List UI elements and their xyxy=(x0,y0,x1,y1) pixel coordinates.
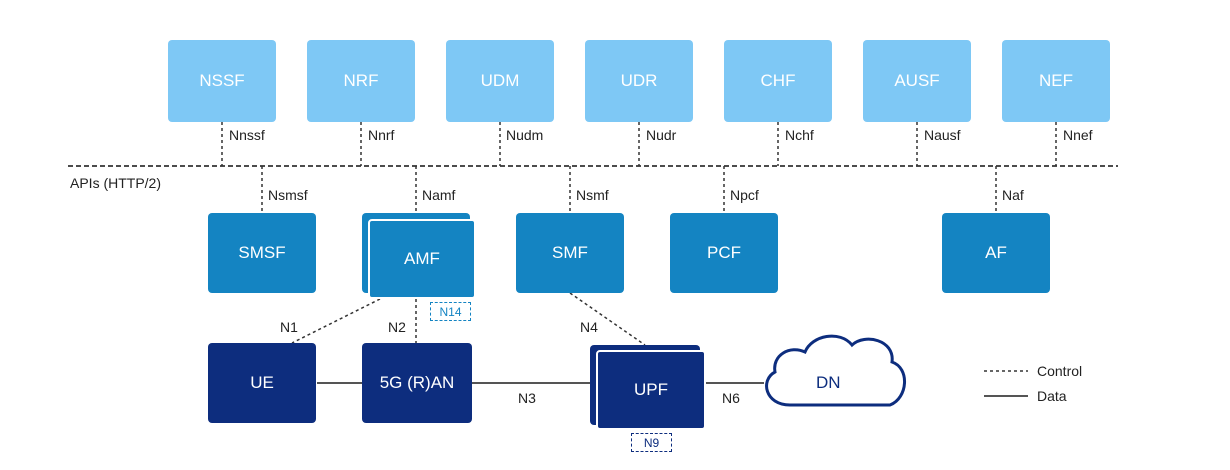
smsf-box: SMSF xyxy=(208,213,316,293)
nnssf-label: Nnssf xyxy=(229,127,265,143)
amf-box: AMF xyxy=(368,219,476,299)
nnrf-label: Nnrf xyxy=(368,127,395,143)
nef-box: NEF xyxy=(1002,40,1110,122)
naf-label: Naf xyxy=(1002,187,1024,203)
ue-box: UE xyxy=(208,343,316,423)
n1-line xyxy=(291,298,381,344)
n6-label: N6 xyxy=(722,390,740,406)
n9-badge: N9 xyxy=(631,433,672,452)
dn-label: DN xyxy=(816,373,841,392)
legend-data-label: Data xyxy=(1037,388,1067,404)
chf-box: CHF xyxy=(724,40,832,122)
nnef-label: Nnef xyxy=(1063,127,1093,143)
ausf-label: AUSF xyxy=(894,71,940,90)
ue-label: UE xyxy=(250,373,274,392)
dn-cloud-shape xyxy=(765,334,906,407)
smsf-label: SMSF xyxy=(238,243,286,262)
udm-label: UDM xyxy=(480,71,520,90)
udr-box: UDR xyxy=(585,40,693,122)
n2-label: N2 xyxy=(388,319,406,335)
nssf-box: NSSF xyxy=(168,40,276,122)
upf-box: UPF xyxy=(596,350,706,430)
upf-label: UPF xyxy=(634,380,668,399)
n3-label: N3 xyxy=(518,390,536,406)
smf-box: SMF xyxy=(516,213,624,293)
nausf-label: Nausf xyxy=(924,127,961,143)
legend-control-label: Control xyxy=(1037,363,1083,379)
nssf-label: NSSF xyxy=(199,71,245,90)
nrf-box: NRF xyxy=(307,40,415,122)
udr-label: UDR xyxy=(620,71,658,90)
pcf-box: PCF xyxy=(670,213,778,293)
service-bus-label: APIs (HTTP/2) xyxy=(70,175,162,191)
nsmsf-label: Nsmsf xyxy=(268,187,308,203)
amf-label: AMF xyxy=(404,249,440,268)
nrf-label: NRF xyxy=(343,71,379,90)
pcf-label: PCF xyxy=(707,243,741,262)
ran-label: 5G (R)AN xyxy=(379,373,455,392)
npcf-label: Npcf xyxy=(730,187,759,203)
n4-label: N4 xyxy=(580,319,598,335)
nchf-label: Nchf xyxy=(785,127,814,143)
nudr-label: Nudr xyxy=(646,127,677,143)
udm-box: UDM xyxy=(446,40,554,122)
af-label: AF xyxy=(985,243,1007,262)
n14-badge: N14 xyxy=(430,302,471,321)
ran-box: 5G (R)AN xyxy=(362,343,472,423)
nudm-label: Nudm xyxy=(506,127,544,143)
namf-label: Namf xyxy=(422,187,456,203)
chf-label: CHF xyxy=(760,71,796,90)
nsmf-label: Nsmf xyxy=(576,187,609,203)
smf-label: SMF xyxy=(552,243,588,262)
af-box: AF xyxy=(942,213,1050,293)
ausf-box: AUSF xyxy=(863,40,971,122)
n1-label: N1 xyxy=(280,319,298,335)
nef-label: NEF xyxy=(1039,71,1073,90)
